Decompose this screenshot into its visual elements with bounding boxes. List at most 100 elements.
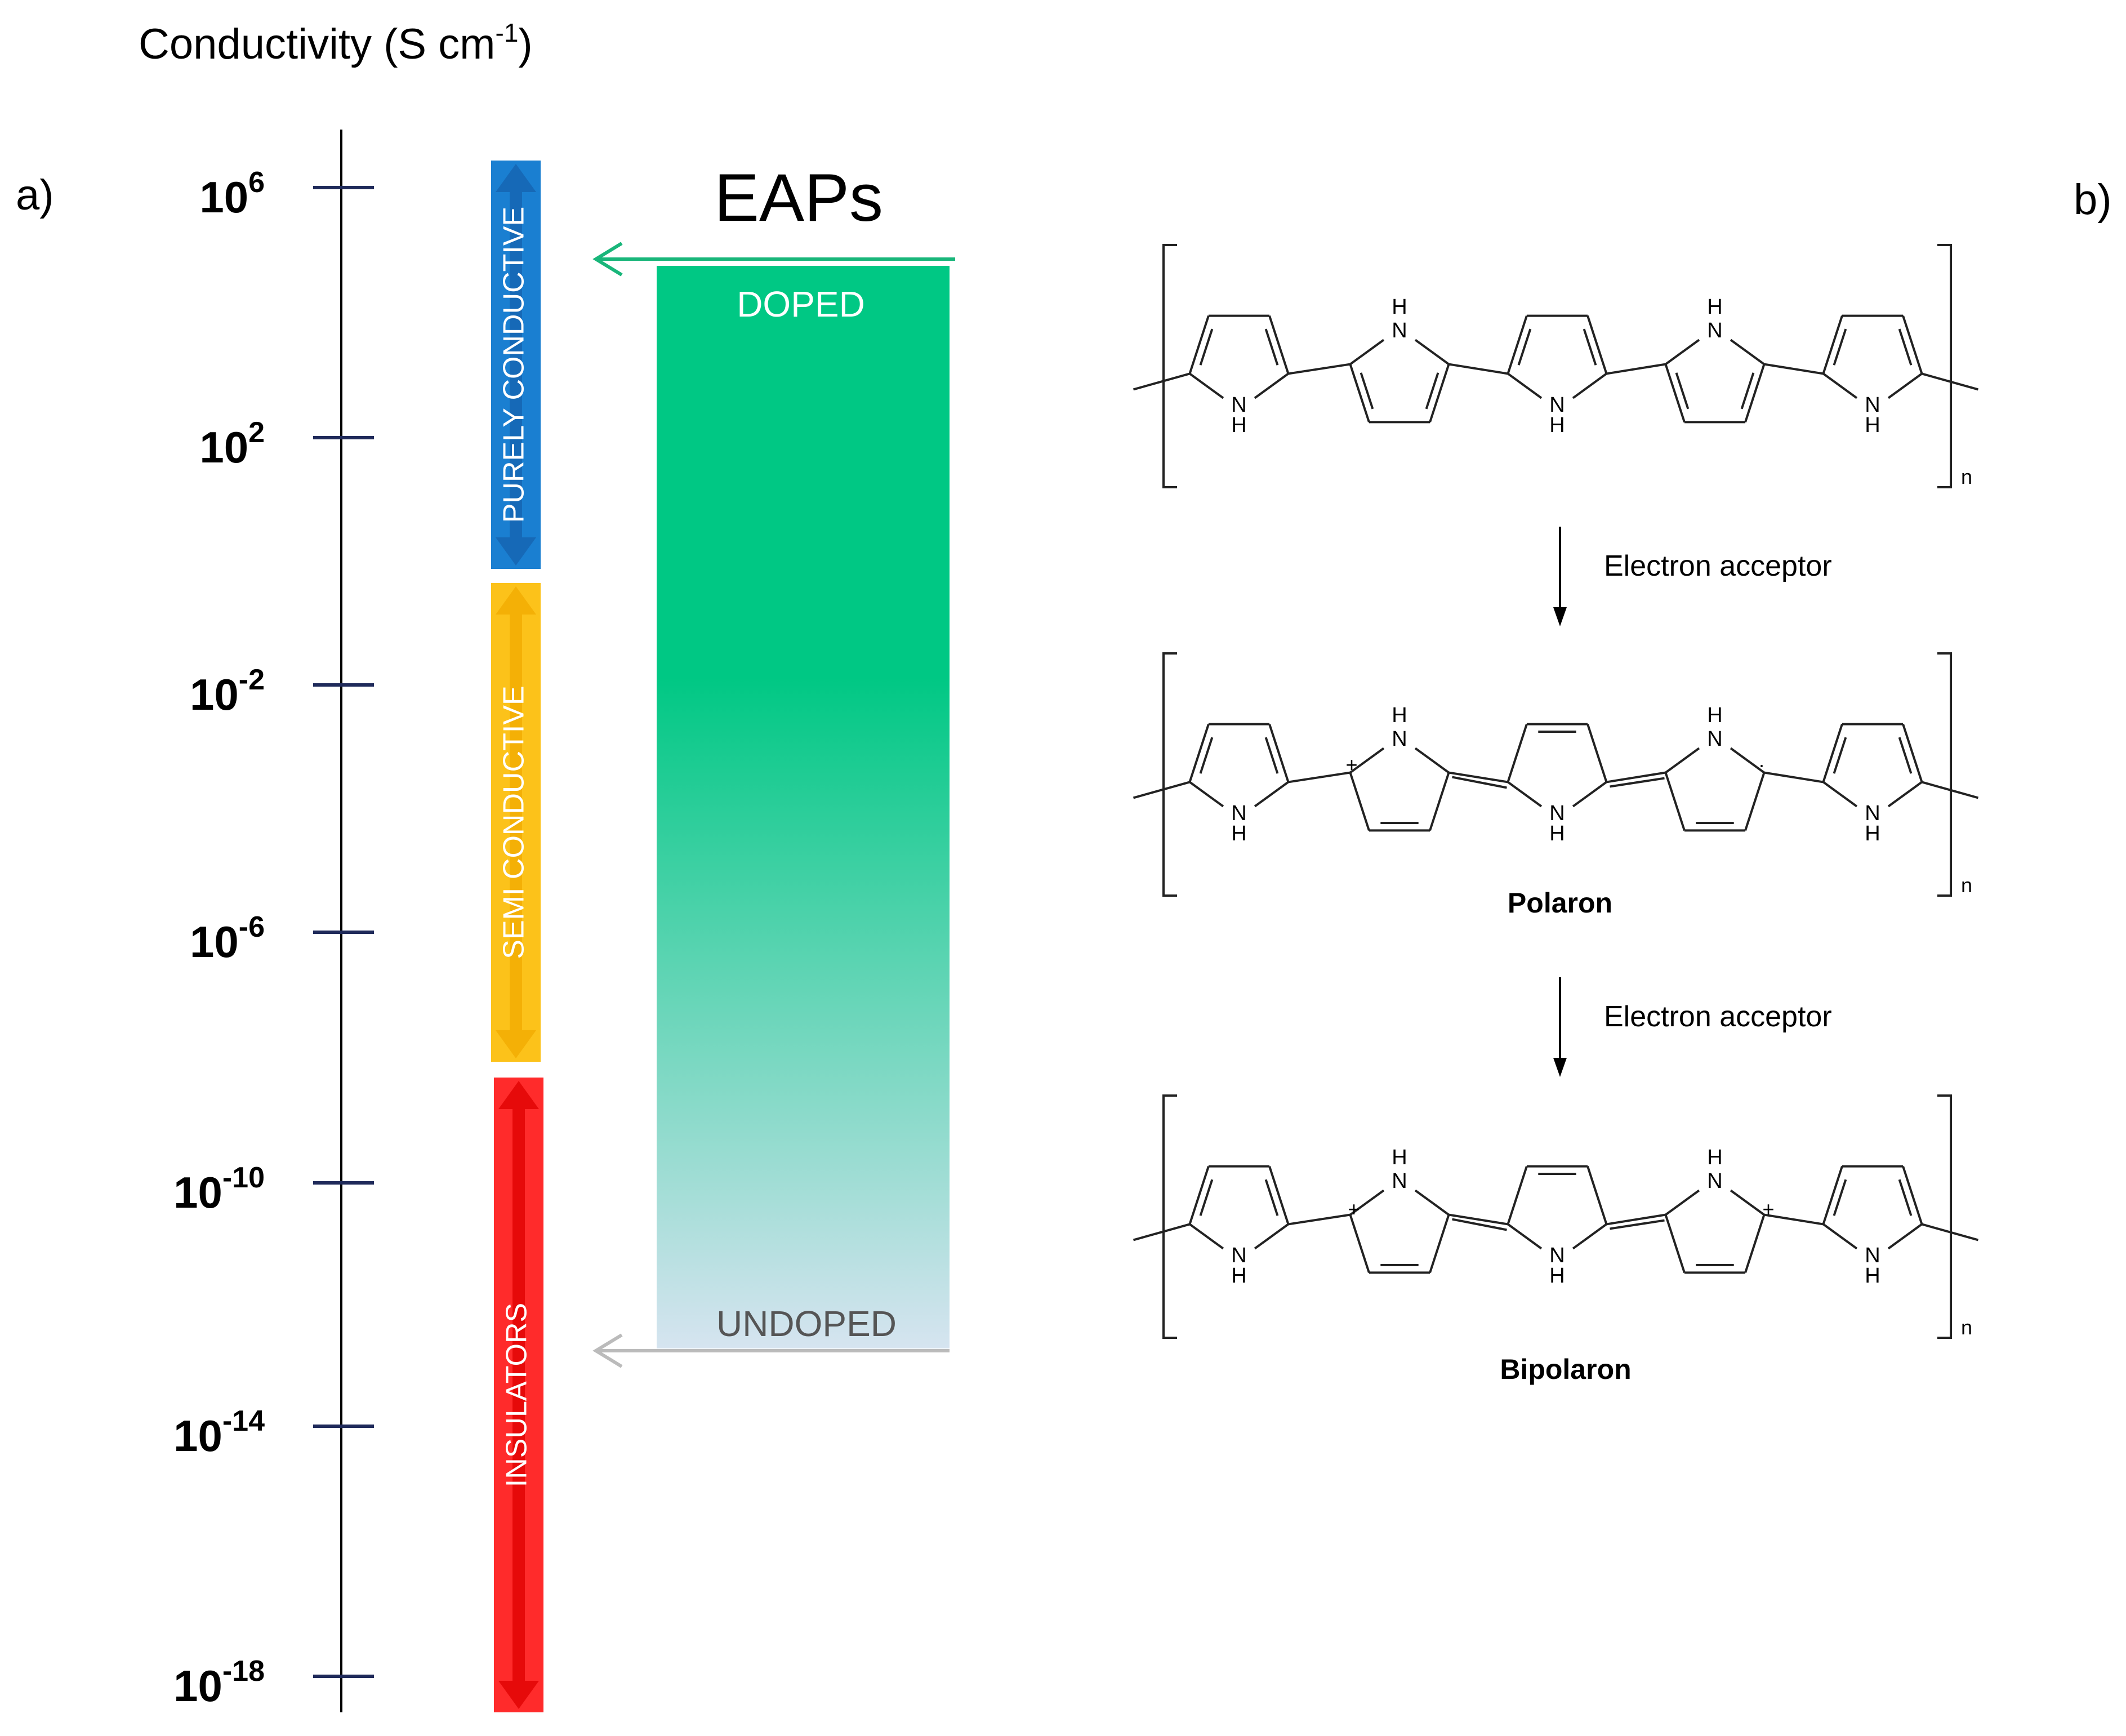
pyrrole-ring: NH: [1507, 1165, 1608, 1288]
nitrogen-label: N: [1231, 393, 1246, 417]
left-bracket: [1162, 652, 1177, 897]
tick-label: 10-2: [190, 664, 265, 719]
left-bracket: [1162, 1094, 1177, 1339]
pyrrole-ring: HN: [1349, 1146, 1450, 1274]
axis-title-close: ): [518, 20, 532, 68]
hydrogen-label: H: [1549, 1264, 1565, 1288]
tick-label: 10-14: [173, 1405, 265, 1461]
eaps-gradient-bar: [657, 266, 950, 1348]
radical-dot: ·: [1758, 753, 1765, 776]
pyrrole-ring: NH: [1507, 314, 1608, 437]
step-1-label: Electron acceptor: [1604, 550, 1832, 582]
pyrrole-ring: HN: [1349, 704, 1450, 832]
step-2-label: Electron acceptor: [1604, 1000, 1832, 1033]
hydrogen-label: H: [1707, 704, 1722, 727]
tick-label-exponent: 6: [248, 166, 265, 199]
range-double-arrow: [496, 586, 536, 1058]
tick-label-base: 10: [190, 917, 239, 967]
axis-title-superscript: -1: [496, 18, 519, 47]
nitrogen-label: N: [1549, 1244, 1565, 1267]
tick-label-exponent: 2: [248, 416, 265, 449]
inter-ring-bond: [1288, 363, 1351, 375]
hydrogen-label: H: [1392, 295, 1407, 319]
hydrogen-label: H: [1549, 413, 1565, 437]
inter-ring-bond: [1764, 363, 1824, 375]
tick-label-base: 10: [173, 1168, 222, 1217]
tick-label: 106: [199, 166, 265, 222]
pyrrole-ring: NH: [1188, 314, 1290, 437]
tick-label: 10-10: [173, 1161, 265, 1217]
inter-ring-bond: [1448, 1213, 1508, 1226]
inter-ring-bond: [1764, 771, 1824, 784]
axis-title-text: Conductivity (S cm: [139, 20, 496, 68]
hydrogen-label: H: [1865, 822, 1880, 845]
tick-label: 10-6: [190, 911, 265, 967]
hydrogen-label: H: [1392, 704, 1407, 727]
tick-label-exponent: -10: [222, 1161, 265, 1194]
left-bracket: [1162, 244, 1177, 488]
doped-label: DOPED: [737, 284, 865, 324]
inter-ring-bond: [1606, 771, 1666, 784]
tick-label-base: 10: [199, 172, 248, 222]
range-bars: PURELY CONDUCTIVE SEMI CONDUCTIVE INSULATO…: [491, 161, 543, 1712]
hydrogen-label: H: [1231, 1264, 1246, 1288]
hydrogen-label: H: [1707, 1146, 1722, 1169]
step-arrow-2: [1553, 977, 1567, 1077]
pyrrole-ring: HN: [1349, 295, 1450, 424]
nitrogen-label: N: [1865, 1244, 1880, 1267]
hydrogen-label: H: [1549, 822, 1565, 845]
range-bar-label: SEMI CONDUCTIVE: [498, 686, 531, 959]
doped-arrow: [592, 242, 955, 277]
tick-label-exponent: -18: [222, 1655, 265, 1688]
end-bond: [1133, 781, 1191, 799]
nitrogen-label: N: [1392, 1169, 1407, 1193]
nitrogen-label: N: [1707, 727, 1722, 751]
positive-charge: +: [1345, 753, 1357, 776]
panel-a: a) Conductivity (S cm-1) 10610210-210-61…: [16, 18, 955, 1712]
inter-ring-bond: [1288, 1213, 1351, 1226]
range-bar: PURELY CONDUCTIVE: [491, 161, 541, 569]
tick-label-exponent: -2: [239, 664, 265, 696]
axis-title: Conductivity (S cm-1): [139, 18, 533, 68]
pyrrole-ring: NH: [1822, 314, 1923, 437]
inter-ring-bond: [1288, 771, 1351, 784]
pyrrole-ring: NH: [1822, 723, 1923, 845]
nitrogen-label: N: [1392, 319, 1407, 342]
hydrogen-label: H: [1231, 822, 1246, 845]
range-bar: INSULATORS: [494, 1078, 543, 1712]
end-bond: [1133, 1223, 1191, 1241]
pyrrole-ring: NH: [1188, 1165, 1290, 1288]
inter-ring-bond: [1448, 771, 1508, 784]
nitrogen-label: N: [1231, 1244, 1246, 1267]
nitrogen-label: N: [1865, 393, 1880, 417]
step-arrow-1: [1553, 527, 1567, 626]
nitrogen-label: N: [1392, 727, 1407, 751]
hydrogen-label: H: [1707, 295, 1722, 319]
end-bond: [1133, 372, 1191, 391]
inter-ring-bond: [1448, 363, 1508, 375]
tick-label-base: 10: [199, 422, 248, 472]
range-bar-label: INSULATORS: [501, 1303, 533, 1488]
tick-label-base: 10: [173, 1661, 222, 1711]
tick-label: 10-18: [173, 1655, 265, 1711]
nitrogen-label: N: [1549, 393, 1565, 417]
repeat-subscript: n: [1961, 465, 1972, 488]
positive-charge: +: [1762, 1198, 1774, 1221]
range-bar: SEMI CONDUCTIVE: [491, 583, 541, 1062]
panel-a-label: a): [16, 171, 54, 219]
pyrrole-ring: HN: [1664, 704, 1766, 832]
right-bracket: [1937, 1094, 1952, 1339]
tick-label-base: 10: [173, 1411, 222, 1461]
range-double-arrow: [498, 1081, 539, 1709]
positive-charge: +: [1348, 1198, 1360, 1221]
right-bracket: [1937, 652, 1952, 897]
hydrogen-label: H: [1231, 413, 1246, 437]
inter-ring-bond: [1606, 1213, 1666, 1226]
tick-label-base: 10: [190, 670, 239, 719]
pyrrole-ring: NH: [1507, 723, 1608, 845]
